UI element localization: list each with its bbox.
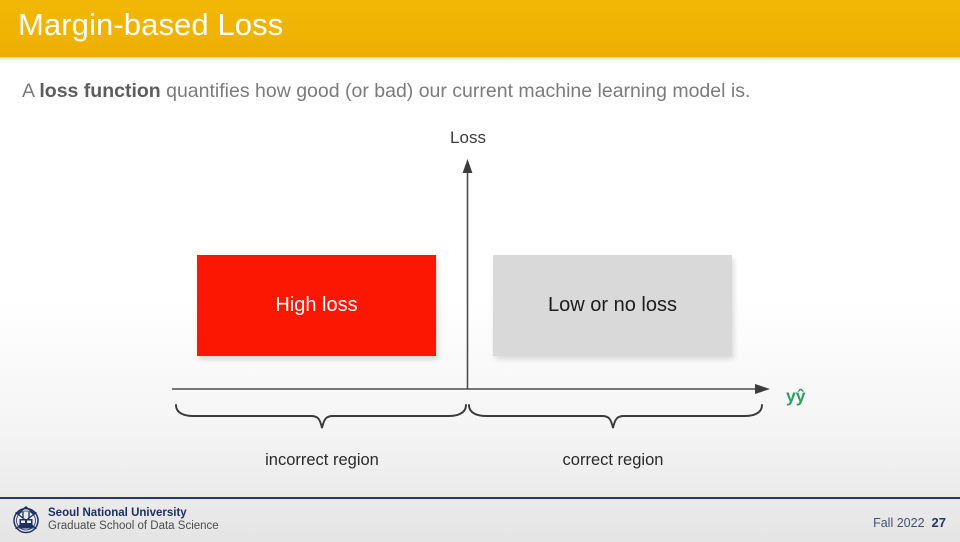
low-loss-label: Low or no loss xyxy=(548,294,677,316)
footer-meta: Fall 2022 27 xyxy=(873,515,946,530)
footer-university-name: Seoul National University xyxy=(48,507,187,520)
snu-logo-icon xyxy=(13,506,39,534)
subtitle-text: A loss function quantifies how good (or … xyxy=(22,80,942,103)
y-axis xyxy=(462,159,473,389)
subtitle-part-after: quantifies how good (or bad) our current… xyxy=(160,80,751,102)
incorrect-region-brace xyxy=(175,404,467,429)
title-banner xyxy=(0,0,960,57)
footer-school-name: Graduate School of Data Science xyxy=(48,520,219,532)
page-title: Margin-based Loss xyxy=(18,7,284,42)
y-axis-label: Loss xyxy=(450,128,486,147)
correct-region-brace xyxy=(468,404,763,429)
high-loss-box: High loss xyxy=(197,255,436,356)
slide-page-number: 27 xyxy=(931,515,946,530)
subtitle-emphasis: loss function xyxy=(39,80,161,102)
footer-branding: Seoul National University Graduate Schoo… xyxy=(10,504,219,536)
high-loss-label: High loss xyxy=(275,294,358,316)
subtitle-part-before: A xyxy=(22,80,40,102)
footer-divider xyxy=(0,497,960,499)
correct-region-caption: correct region xyxy=(562,451,664,469)
footer-term: Fall 2022 xyxy=(873,516,925,530)
low-loss-box: Low or no loss xyxy=(493,255,732,356)
x-axis xyxy=(172,384,770,394)
footer-university-block: Seoul National University Graduate Schoo… xyxy=(48,507,219,533)
incorrect-region-caption: incorrect region xyxy=(265,451,379,469)
x-axis-label: yŷ xyxy=(786,386,806,406)
title-banner-shadow xyxy=(0,57,960,63)
